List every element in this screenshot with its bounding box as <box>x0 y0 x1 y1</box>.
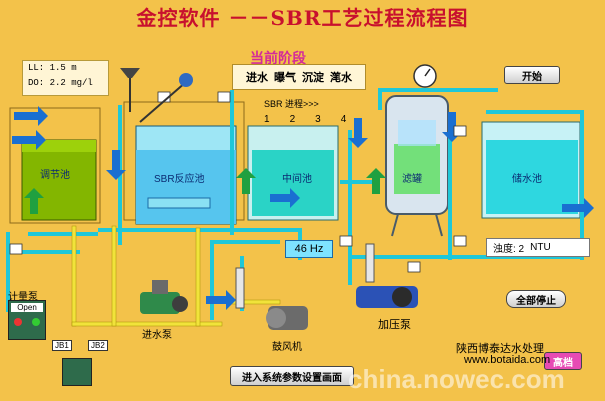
level-do: DO: 2.2 mg/l <box>28 78 93 88</box>
sbr-progress-tag: SBR 进程>>> <box>264 99 319 109</box>
stage-number-row: 1 2 3 4 <box>264 114 346 125</box>
stage-number-3: 3 <box>315 114 321 125</box>
level-ll: LL: 1.5 m <box>28 63 77 73</box>
turbidity-unit: NTU <box>530 242 551 253</box>
page-title: 金控软件 －－SBR工艺过程流程图 <box>136 5 469 30</box>
stage-number-4: 4 <box>340 114 347 125</box>
start-button[interactable]: 开始 <box>504 66 560 84</box>
company-url: www.botaida.com <box>464 354 551 366</box>
stage-steps: 进水 曝气 沉淀 滗水 <box>232 64 366 90</box>
open-label: Open <box>11 303 43 312</box>
filter-media <box>394 144 440 194</box>
stage-step-3: 沉淀 <box>302 72 324 84</box>
tank-label-middle: 中间池 <box>282 174 312 185</box>
open-indicator-green-icon[interactable] <box>32 318 40 326</box>
site-watermark: china.nowec.com <box>348 364 565 394</box>
high-level-indicator: 高档 <box>544 352 582 370</box>
mixer-control[interactable] <box>62 358 92 386</box>
turbidity-readout: 浊度: 2 NTU <box>486 238 590 257</box>
stage-heading: 当前阶段 <box>250 50 306 66</box>
open-indicator-red-icon[interactable] <box>14 318 22 326</box>
stop-all-button[interactable]: 全部停止 <box>506 290 566 308</box>
level-readout-panel: LL: 1.5 m DO: 2.2 mg/l <box>22 60 109 96</box>
storage-tank <box>486 140 578 214</box>
booster-pump-label: 加压泵 <box>378 319 411 331</box>
stage-step-1: 进水 <box>246 72 268 84</box>
stage-step-2: 曝气 <box>274 72 296 84</box>
stage-number-1: 1 <box>264 114 270 125</box>
inlet-pump-label: 进水泵 <box>142 330 172 341</box>
tank-label-storage: 储水池 <box>512 174 542 185</box>
stage-step-4: 滗水 <box>330 72 352 84</box>
jb2-label: JB2 <box>88 340 108 351</box>
metering-pump-label: 计量泵 <box>8 292 38 303</box>
blower-label: 鼓风机 <box>272 342 302 353</box>
jb1-label: JB1 <box>52 340 72 351</box>
sbr-tank <box>136 150 236 224</box>
title-bar: 金控软件 －－SBR工艺过程流程图 <box>0 2 605 30</box>
turbidity-value: 浊度: 2 <box>493 244 525 255</box>
settings-button[interactable]: 进入系统参数设置画面 <box>230 366 354 386</box>
company-watermark: 陕西博泰达水处理 <box>456 343 544 355</box>
tank-label-filter: 滤罐 <box>402 174 422 185</box>
tank-label-sbr: SBR反应池 <box>154 174 205 185</box>
sbr-aerator <box>147 197 211 209</box>
tank-label-regulating: 调节池 <box>40 170 70 181</box>
open-control-panel[interactable]: Open <box>8 300 46 340</box>
stage-number-2: 2 <box>289 114 296 125</box>
frequency-readout: 46 Hz <box>285 240 333 258</box>
regulating-frame <box>9 107 101 224</box>
